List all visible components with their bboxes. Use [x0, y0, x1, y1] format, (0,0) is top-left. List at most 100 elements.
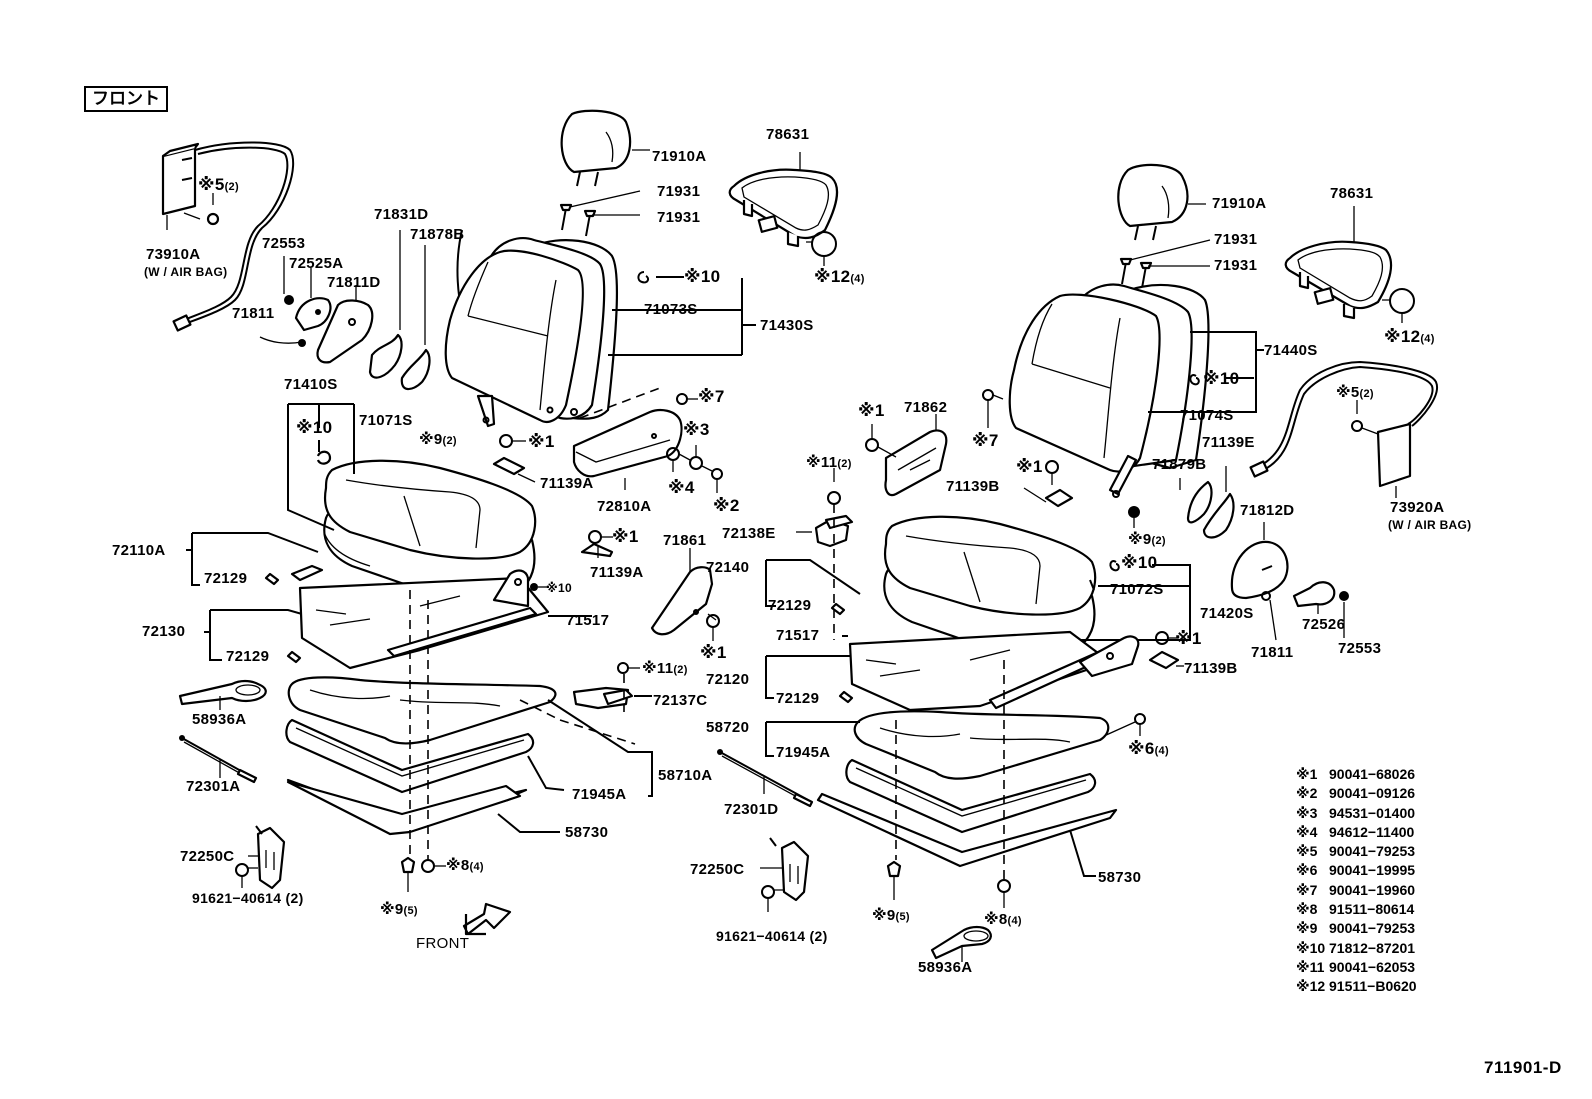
- airbag-sensor-right: [1249, 360, 1439, 498]
- cable-72301A: [179, 735, 258, 784]
- cover-71862: [865, 414, 948, 497]
- part-label: 72553: [262, 235, 306, 252]
- part-label: 91621−40614 (2): [716, 928, 828, 944]
- part-label: 72525A: [289, 255, 344, 272]
- part-label: 58730: [1098, 869, 1142, 886]
- part-label: ※1: [1016, 457, 1043, 476]
- part-label: 71139A: [590, 564, 644, 581]
- legend-part-number: 91511−80614: [1329, 901, 1415, 918]
- part-label: ※1: [858, 401, 885, 420]
- adjuster-handle-72110A: [290, 564, 324, 582]
- part-label: 72553: [1338, 640, 1382, 657]
- part-label: 71931: [1214, 231, 1258, 248]
- part-label: ※11(2): [806, 454, 852, 471]
- part-label: ※10: [684, 267, 721, 286]
- part-label: ※10: [1121, 553, 1158, 572]
- part-label: 58730: [565, 824, 609, 841]
- part-label: 71440S: [1264, 342, 1318, 359]
- part-label: ※7: [698, 387, 725, 406]
- part-label: 72140: [706, 559, 750, 576]
- bolt-72129-b: [286, 650, 302, 664]
- part-label: 71931: [1214, 257, 1258, 274]
- legend-part-number: 91511−B0620: [1329, 978, 1417, 995]
- part-label: 71931: [657, 209, 701, 226]
- clip-71139A-upper: [492, 434, 536, 483]
- seat-pan-right: [853, 710, 1146, 780]
- part-label: ※1: [700, 643, 727, 662]
- bracket-72120: [765, 655, 850, 699]
- armrest-left: [572, 387, 723, 493]
- part-label: 71910A: [652, 148, 707, 165]
- part-label: ※9(2): [419, 431, 457, 448]
- part-label: 71139E: [1202, 434, 1255, 451]
- part-label: 71811: [1251, 644, 1294, 661]
- part-label: 71945A: [776, 744, 831, 761]
- part-label: 72129: [776, 690, 820, 707]
- part-label: 91621−40614 (2): [192, 890, 304, 906]
- legend-mark: ※3: [1296, 804, 1318, 821]
- part-label: 78631: [766, 126, 810, 143]
- part-label: 71811D: [327, 274, 381, 291]
- part-label: ※9(2): [1128, 531, 1166, 548]
- part-label: 71074S: [1180, 407, 1234, 424]
- part-label: 72810A: [597, 498, 652, 515]
- part-label: 58936A: [192, 711, 247, 728]
- part-label: ※12(4): [814, 267, 865, 286]
- bracket-72137C: [572, 662, 652, 712]
- part-label: 71862: [904, 399, 948, 416]
- bolt-ref8-left: [421, 859, 446, 873]
- part-label: 71931: [657, 183, 701, 200]
- legend-part-number: 90041−19960: [1329, 881, 1416, 898]
- seatback-right: [1008, 283, 1264, 498]
- part-label: 73910A: [146, 246, 201, 263]
- part-label: 71517: [776, 627, 820, 644]
- legend-mark: ※1: [1296, 766, 1318, 782]
- part-label: 72120: [706, 671, 750, 688]
- part-label: 78631: [1330, 185, 1374, 202]
- legend-mark: ※8: [1296, 901, 1318, 918]
- part-label: 71139B: [946, 478, 1000, 495]
- part-label: 71071S: [359, 412, 413, 429]
- diagram-title: フロント: [84, 86, 168, 112]
- seat-frame-left: [298, 569, 592, 670]
- belt-58936A-left: [178, 679, 267, 710]
- legend-part-number: 90041−79253: [1329, 920, 1416, 937]
- part-label: ※3: [683, 420, 710, 439]
- part-label: 71430S: [760, 317, 814, 334]
- part-label: 71861: [663, 532, 707, 549]
- seat-frame-right: [842, 630, 1140, 712]
- part-label: 72137C: [653, 692, 708, 709]
- front-arrow-icon: [462, 902, 512, 936]
- part-label: 72130: [142, 623, 186, 640]
- part-label: ※10: [546, 581, 572, 595]
- legend-mark: ※11: [1296, 958, 1325, 975]
- part-label: 72301D: [724, 801, 779, 818]
- part-label: 71831D: [374, 206, 429, 223]
- part-label: ※1: [528, 432, 555, 451]
- part-label: 71139B: [1184, 660, 1238, 677]
- seat-cushion-left: [323, 459, 537, 597]
- part-label: 73920A: [1390, 499, 1445, 516]
- part-label: ※8(4): [446, 857, 484, 874]
- recliner-inner-covers-right: [1128, 466, 1235, 539]
- headrest-guides-right: [1119, 239, 1211, 289]
- airbag-sensor-left: [161, 141, 295, 332]
- cover-72250C-right: [760, 837, 810, 912]
- bracket-72138E: [796, 468, 854, 640]
- bracket-58710A: [547, 699, 653, 797]
- bracket-72110A: [186, 532, 319, 586]
- legend-row: ※8 91511−80614: [1296, 900, 1417, 919]
- part-label: ※11(2): [642, 660, 688, 677]
- part-label: ※8(4): [984, 911, 1022, 928]
- legend-mark: ※4: [1296, 823, 1318, 840]
- part-label: ※5(2): [1336, 384, 1374, 401]
- part-label: ※2: [713, 496, 740, 515]
